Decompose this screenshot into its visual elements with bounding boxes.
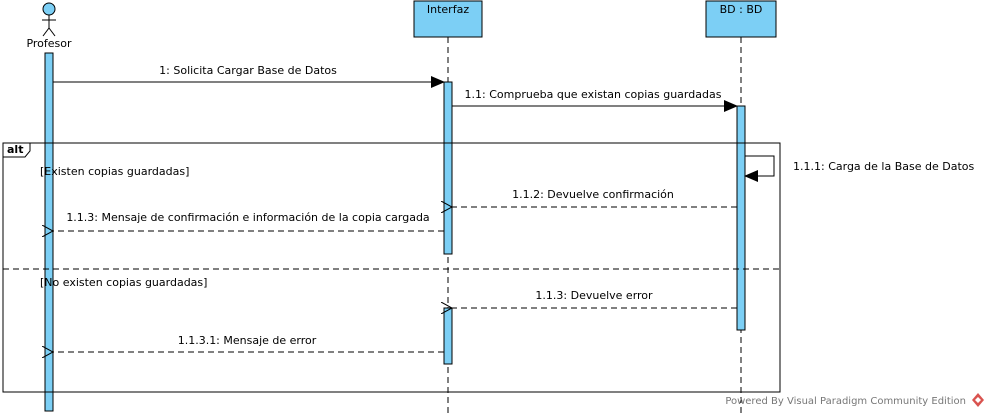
lifeline-bd: BD : BD	[705, 0, 777, 38]
visual-paradigm-logo-inner-icon	[975, 397, 981, 403]
message-1-1-1: 1.1.1: Carga de la Base de Datos	[744, 155, 974, 182]
lifeline-interfaz: Interfaz	[413, 0, 483, 38]
actor-label: Profesor	[26, 37, 72, 50]
message-1-1-label: 1.1: Comprueba que existan copias guarda…	[465, 88, 722, 101]
alt-fragment: alt [Existen copias guardadas] [No exist…	[2, 142, 781, 393]
message-1-1-2-label: 1.1.2: Devuelve confirmación	[512, 188, 674, 201]
activation-bd	[736, 105, 746, 331]
message-1-1-1-label: 1.1.1: Carga de la Base de Datos	[793, 160, 974, 173]
message-1-1-3-1-label: 1.1.3.1: Mensaje de error	[178, 334, 317, 347]
alt-frame	[2, 142, 781, 393]
activation-profesor	[44, 52, 54, 412]
message-1-1-3-1: 1.1.3.1: Mensaje de error	[53, 334, 444, 352]
lifeline-label-interfaz: Interfaz	[427, 3, 469, 16]
activation-interfaz-1	[443, 81, 453, 255]
lifeline-label-bd: BD : BD	[720, 3, 763, 16]
watermark-text: Powered By Visual Paradigm Community Edi…	[725, 396, 966, 407]
lifeline-head-bd	[705, 0, 777, 38]
actor-leg-left	[42, 27, 50, 37]
actor-head	[42, 2, 56, 16]
message-1-1-1-arrow	[744, 155, 775, 182]
alt-tab	[2, 142, 31, 158]
guard-no-existen: [No existen copias guardadas]	[40, 276, 207, 289]
message-1: 1: Solicita Cargar Base de Datos	[53, 64, 445, 88]
lifeline-head-interfaz	[413, 0, 483, 38]
message-1-1-3-error: 1.1.3: Devuelve error	[452, 289, 737, 308]
message-1-1-3-confirmacion: 1.1.3: Mensaje de confirmación e informa…	[53, 211, 444, 231]
message-1-label: 1: Solicita Cargar Base de Datos	[159, 64, 337, 77]
actor-leg-right	[48, 27, 56, 37]
actor-profesor: Profesor	[26, 2, 72, 50]
watermark: Powered By Visual Paradigm Community Edi…	[725, 393, 984, 407]
alt-operator: alt	[7, 143, 23, 156]
guard-existen: [Existen copias guardadas]	[40, 165, 189, 178]
activation-interfaz-2	[443, 307, 453, 365]
message-1-1: 1.1: Comprueba que existan copias guarda…	[452, 88, 738, 112]
message-1-1-3-confirmacion-label: 1.1.3: Mensaje de confirmación e informa…	[66, 211, 429, 224]
message-1-1-3-error-label: 1.1.3: Devuelve error	[535, 289, 653, 302]
message-1-1-2: 1.1.2: Devuelve confirmación	[452, 188, 737, 207]
